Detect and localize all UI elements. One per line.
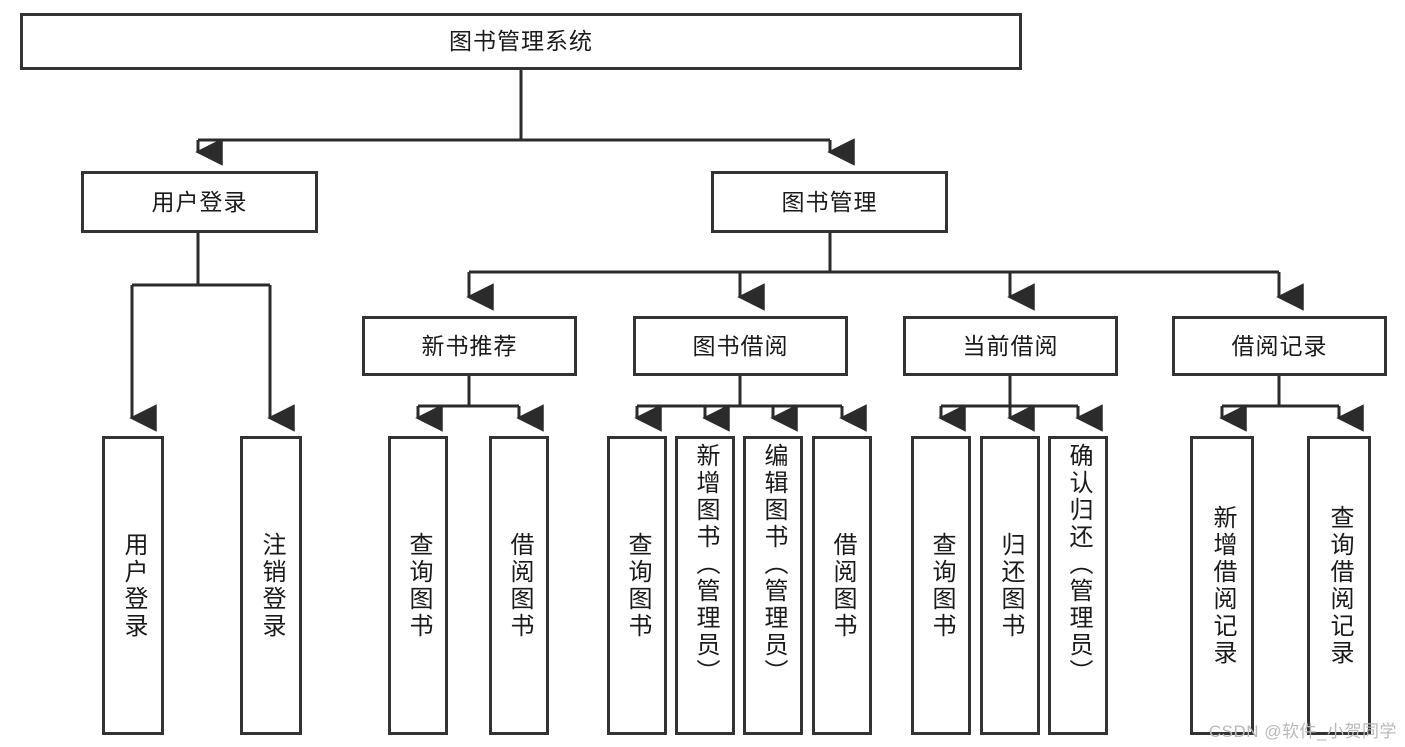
watermark: CSDN @软件_小贺同学	[1208, 722, 1397, 741]
node-current-borrow[interactable]: 当前借阅	[903, 316, 1118, 376]
node-leaf-query-record[interactable]: 查询借阅记录	[1307, 436, 1371, 735]
node-leaf-logout-label: 注销登录	[258, 531, 285, 640]
node-leaf-query-book-1-label: 查询图书	[405, 531, 432, 640]
node-user-login[interactable]: 用户登录	[81, 171, 318, 233]
node-new-book-recommend-label: 新书推荐	[421, 332, 518, 359]
node-leaf-borrow-book-2[interactable]: 借阅图书	[812, 436, 872, 735]
node-leaf-add-book[interactable]: 新增图书（管理员）	[675, 436, 735, 735]
node-leaf-user-login-label: 用户登录	[120, 531, 147, 640]
node-book-manage[interactable]: 图书管理	[711, 171, 948, 233]
node-leaf-add-record[interactable]: 新增借阅记录	[1190, 436, 1254, 735]
node-leaf-borrow-book-1-label: 借阅图书	[506, 531, 533, 640]
node-book-borrow-label: 图书借阅	[692, 332, 789, 359]
node-leaf-user-login[interactable]: 用户登录	[102, 436, 164, 735]
node-book-manage-label: 图书管理	[781, 188, 878, 215]
node-leaf-query-book-2[interactable]: 查询图书	[607, 436, 667, 735]
node-leaf-logout[interactable]: 注销登录	[240, 436, 302, 735]
node-leaf-borrow-book-1[interactable]: 借阅图书	[489, 436, 549, 735]
node-leaf-add-book-label: 新增图书（管理员）	[692, 443, 719, 686]
node-leaf-confirm-return[interactable]: 确认归还（管理员）	[1048, 436, 1108, 735]
node-leaf-query-book-1[interactable]: 查询图书	[388, 436, 448, 735]
node-new-book-recommend[interactable]: 新书推荐	[362, 316, 577, 376]
node-leaf-query-book-3-label: 查询图书	[928, 531, 955, 640]
node-leaf-return-book-label: 归还图书	[997, 531, 1024, 640]
node-user-login-label: 用户登录	[151, 188, 248, 215]
node-leaf-query-book-2-label: 查询图书	[624, 531, 651, 640]
node-leaf-edit-book-label: 编辑图书（管理员）	[760, 443, 787, 686]
node-leaf-return-book[interactable]: 归还图书	[980, 436, 1040, 735]
node-leaf-confirm-return-label: 确认归还（管理员）	[1065, 443, 1092, 686]
node-leaf-query-book-3[interactable]: 查询图书	[911, 436, 971, 735]
node-leaf-borrow-book-2-label: 借阅图书	[829, 531, 856, 640]
node-borrow-record-label: 借阅记录	[1231, 332, 1328, 359]
node-book-borrow[interactable]: 图书借阅	[633, 316, 848, 376]
node-leaf-edit-book[interactable]: 编辑图书（管理员）	[743, 436, 803, 735]
node-borrow-record[interactable]: 借阅记录	[1172, 316, 1387, 376]
node-current-borrow-label: 当前借阅	[962, 332, 1059, 359]
node-leaf-add-record-label: 新增借阅记录	[1209, 504, 1236, 667]
node-root[interactable]: 图书管理系统	[20, 13, 1022, 70]
node-leaf-query-record-label: 查询借阅记录	[1326, 504, 1353, 667]
node-root-label: 图书管理系统	[449, 28, 593, 55]
